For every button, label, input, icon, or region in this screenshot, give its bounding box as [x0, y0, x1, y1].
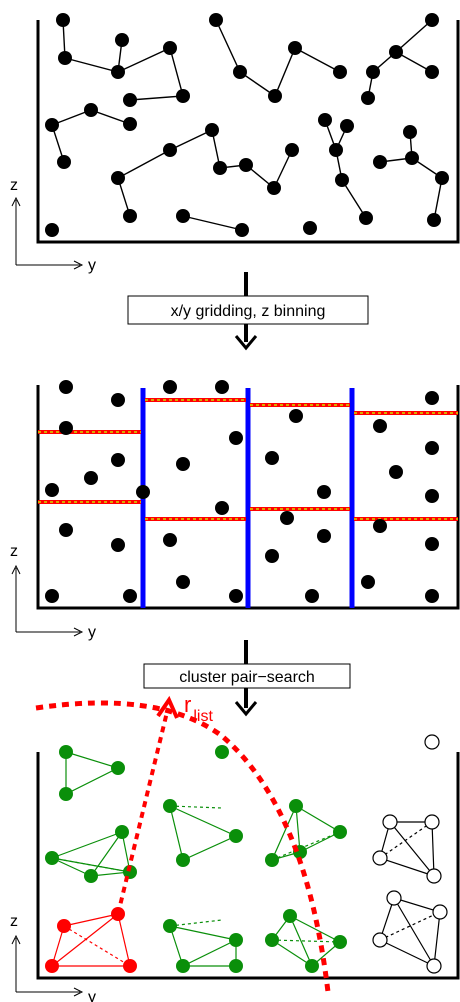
in-range-clusters	[45, 745, 347, 973]
y-axis-label: y	[88, 989, 96, 1002]
rlist-cutoff-arc	[35, 700, 331, 993]
molecule-bonds	[51, 19, 443, 231]
axis-indicator: z y	[10, 177, 96, 274]
y-axis-label: y	[88, 624, 96, 641]
pair-search-step-label: cluster pair−search	[179, 669, 315, 686]
step-gridding: x/y gridding, z binning	[127, 272, 369, 351]
rlist-vector	[116, 707, 170, 915]
container-box	[36, 752, 460, 980]
container-box	[36, 20, 460, 244]
axis-indicator: z y	[10, 543, 96, 641]
z-axis-label: z	[10, 543, 18, 560]
gridding-step-box	[127, 295, 369, 325]
panel-raw-particles: z y	[10, 13, 460, 274]
particles	[45, 380, 439, 603]
gridding-step-label: x/y gridding, z binning	[171, 303, 326, 320]
particles	[45, 13, 449, 237]
z-axis-label: z	[10, 177, 18, 194]
home-cluster	[45, 907, 137, 973]
rlist-arrowhead	[156, 695, 179, 719]
pair-search-step-box	[143, 663, 351, 689]
axis-indicator: z y	[10, 913, 96, 1002]
out-of-range-clusters	[372, 734, 448, 974]
step-pair-search: cluster pair−search	[143, 640, 351, 717]
z-axis-label: z	[10, 913, 18, 930]
panel-gridded: z y	[10, 380, 460, 641]
z-bin-boundaries	[38, 398, 458, 521]
y-axis-label: y	[88, 257, 96, 274]
